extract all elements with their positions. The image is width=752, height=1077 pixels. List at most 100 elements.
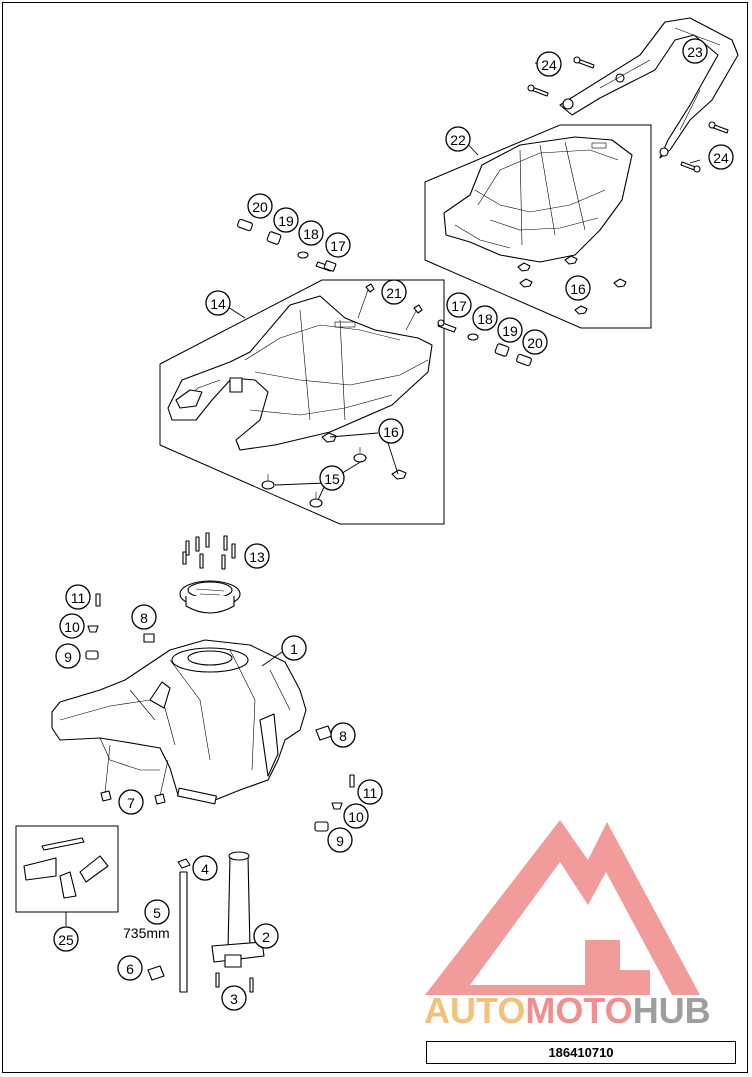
brand-part-moto: MOTO: [525, 990, 633, 1031]
callout-circle: [536, 51, 562, 77]
callout-number: 19: [502, 323, 518, 339]
callout-circle: [708, 144, 734, 170]
callout-circle: [565, 275, 591, 301]
callout-c5: 5: [144, 899, 170, 925]
callout-number: 20: [527, 335, 543, 351]
callout-c17b: 17: [446, 292, 472, 318]
fuel-tank: [51, 593, 355, 832]
callout-circle: [59, 613, 85, 639]
callout-number: 20: [252, 199, 268, 215]
callout-number: 24: [713, 150, 729, 166]
callout-c16b: 16: [378, 418, 404, 444]
callout-layer: 1234567889910101111131415161617171818191…: [53, 38, 734, 1011]
callout-number: 10: [64, 619, 80, 635]
callout-circle: [205, 290, 231, 316]
rear-seat-box: [424, 124, 652, 329]
callout-circle: [357, 779, 383, 805]
callout-number: 24: [541, 57, 557, 73]
callout-circle: [298, 220, 324, 246]
callout-c19b: 19: [497, 317, 523, 343]
callout-number: 8: [140, 610, 148, 626]
callout-circle: [253, 923, 279, 949]
callout-c24b: 24: [708, 144, 734, 170]
callout-circle: [319, 465, 345, 491]
callout-number: 1: [290, 641, 298, 657]
callout-c9a: 9: [55, 643, 81, 669]
callout-c13: 13: [244, 543, 270, 569]
leader-lines: [274, 62, 701, 501]
seat-lock-parts-lower: [437, 319, 532, 367]
callout-number: 4: [201, 861, 209, 877]
callout-circle: [273, 207, 299, 233]
callout-circle: [65, 584, 91, 610]
callout-circle: [144, 899, 170, 925]
callout-circle: [378, 418, 404, 444]
callout-circle: [244, 543, 270, 569]
callout-number: 14: [210, 296, 226, 312]
callout-circle: [131, 604, 157, 630]
callout-circle: [281, 635, 307, 661]
watermark-brand-text: AUTOMOTOHUB: [424, 990, 746, 1032]
callout-c8b: 8: [330, 722, 356, 748]
callout-c2: 2: [253, 923, 279, 949]
callout-number: 11: [71, 590, 86, 606]
callout-number: 16: [383, 424, 399, 440]
callout-number: 8: [339, 728, 347, 744]
callout-number: 11: [363, 785, 378, 801]
front-seat-box: [159, 279, 445, 525]
callout-number: 23: [687, 44, 703, 60]
callout-circle: [192, 855, 218, 881]
grab-handle: [527, 17, 739, 173]
callout-c4: 4: [192, 855, 218, 881]
callout-number: 16: [570, 281, 586, 297]
sticker-kit-box: [15, 825, 119, 926]
callout-circle: [343, 803, 369, 829]
callout-c8a: 8: [131, 604, 157, 630]
callout-c24a: 24: [536, 51, 562, 77]
callout-circle: [381, 279, 407, 305]
callout-number: 5: [153, 905, 161, 921]
brand-part-auto: AUTO: [424, 990, 526, 1031]
callout-c25: 25: [53, 926, 79, 952]
callout-number: 9: [336, 833, 344, 849]
callout-c10a: 10: [59, 613, 85, 639]
callout-circle: [325, 232, 351, 258]
callout-number: 18: [303, 226, 319, 242]
callout-c18a: 18: [298, 220, 324, 246]
callout-number: 2: [262, 929, 270, 945]
callout-number: 3: [230, 991, 238, 1007]
callout-c3: 3: [221, 985, 247, 1011]
callout-c7: 7: [118, 789, 144, 815]
callout-circle: [118, 789, 144, 815]
callout-number: 25: [58, 932, 74, 948]
callout-number: 15: [324, 471, 340, 487]
brand-part-hub: HUB: [632, 990, 711, 1031]
callout-circle: [53, 926, 79, 952]
filler-cap-assembly: [179, 532, 241, 614]
callout-c19a: 19: [273, 207, 299, 233]
callout-c22: 22: [445, 126, 471, 152]
callout-number: 7: [127, 795, 135, 811]
callout-circle: [682, 38, 708, 64]
callout-number: 9: [64, 649, 72, 665]
callout-c21: 21: [381, 279, 407, 305]
callout-number: 6: [126, 961, 134, 977]
callout-circle: [446, 292, 472, 318]
callout-number: 18: [477, 311, 493, 327]
callout-c17a: 17: [325, 232, 351, 258]
callout-c11a: 11: [65, 584, 91, 610]
callout-circle: [472, 305, 498, 331]
document-number: 186410710: [426, 1041, 736, 1064]
callout-c18b: 18: [472, 305, 498, 331]
callout-c11b: 11: [357, 779, 383, 805]
callout-c9b: 9: [327, 827, 353, 853]
callout-number: 10: [348, 809, 364, 825]
callout-circle: [522, 329, 548, 355]
fuel-hose-and-pump: [147, 851, 265, 993]
callout-circle: [55, 643, 81, 669]
callout-c16a: 16: [565, 275, 591, 301]
callout-number: 22: [450, 132, 466, 148]
